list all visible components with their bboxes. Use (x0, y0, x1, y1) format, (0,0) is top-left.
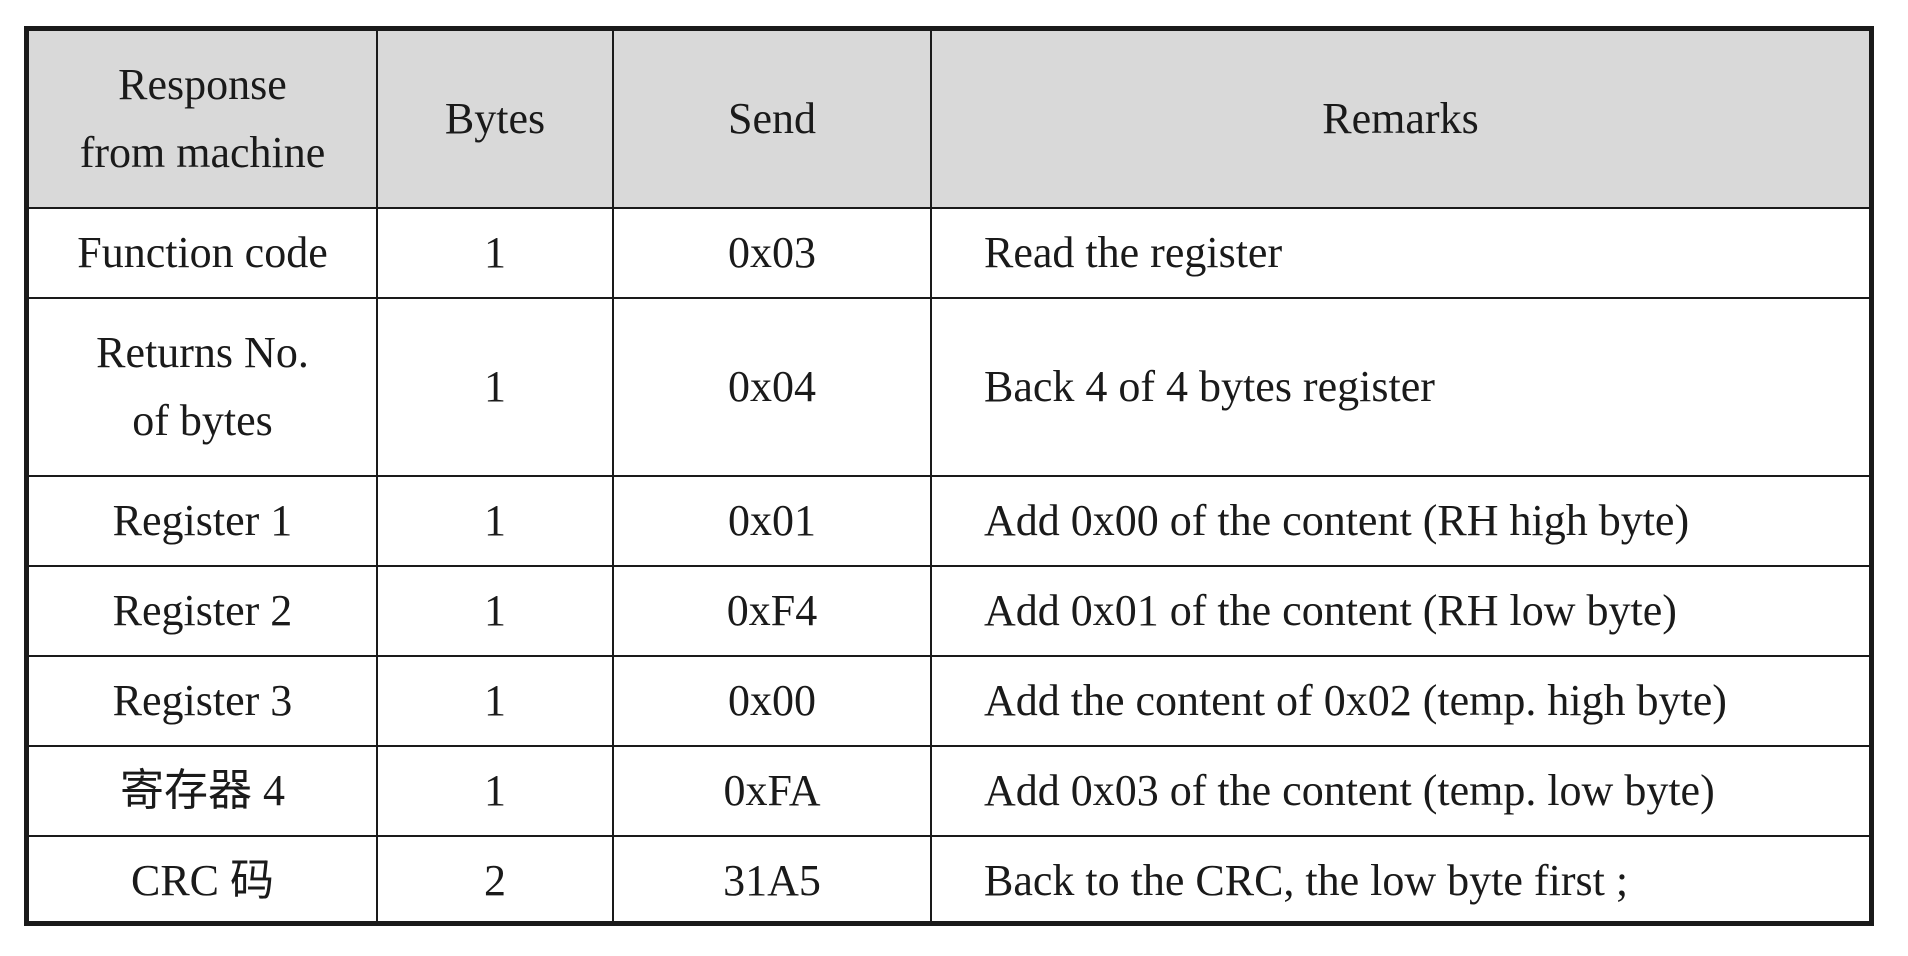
response-table-frame: Response from machine Bytes Send Remarks… (24, 26, 1874, 926)
header-row: Response from machine Bytes Send Remarks (29, 31, 1869, 209)
header-send: Send (612, 31, 932, 209)
row-bytes: 1 (376, 475, 614, 567)
row-remark: Add 0x01 of the content (RH low byte) (930, 565, 1869, 657)
table-row: Register 3 1 0x00 Add the content of 0x0… (29, 655, 1869, 747)
row-remark: Back to the CRC, the low byte first ; (930, 835, 1869, 925)
row-bytes: 1 (376, 297, 614, 477)
row-name: Register 3 (29, 655, 378, 747)
row-name: Function code (29, 207, 378, 299)
row-send: 0xF4 (612, 565, 932, 657)
row-send: 0x00 (612, 655, 932, 747)
row-send: 0x03 (612, 207, 932, 299)
row-name: Register 1 (29, 475, 378, 567)
table-row: Returns No. of bytes 1 0x04 Back 4 of 4 … (29, 297, 1869, 477)
row-bytes: 1 (376, 655, 614, 747)
table-row: CRC 码 2 31A5 Back to the CRC, the low by… (29, 835, 1869, 925)
row-send: 0xFA (612, 745, 932, 837)
header-response-line2: from machine (79, 128, 326, 177)
table-row: 寄存器 4 1 0xFA Add 0x03 of the content (te… (29, 745, 1869, 837)
row-bytes: 1 (376, 207, 614, 299)
row-bytes: 1 (376, 565, 614, 657)
row-bytes: 2 (376, 835, 614, 925)
header-response-line1: Response (118, 59, 287, 109)
table-row: Function code 1 0x03 Read the register (29, 207, 1869, 299)
row-name-line2: of bytes (132, 396, 273, 445)
row-remark: Add the content of 0x02 (temp. high byte… (930, 655, 1869, 747)
row-send: 0x04 (612, 297, 932, 477)
row-remark: Read the register (930, 207, 1869, 299)
row-send: 0x01 (612, 475, 932, 567)
header-remarks: Remarks (930, 31, 1869, 209)
response-table: Response from machine Bytes Send Remarks… (29, 31, 1869, 925)
row-name: Register 2 (29, 565, 378, 657)
row-name: 寄存器 4 (29, 745, 378, 837)
table-row: Register 1 1 0x01 Add 0x00 of the conten… (29, 475, 1869, 567)
row-remark: Add 0x00 of the content (RH high byte) (930, 475, 1869, 567)
header-response-from-machine: Response from machine (29, 31, 378, 209)
table-row: Register 2 1 0xF4 Add 0x01 of the conten… (29, 565, 1869, 657)
row-send: 31A5 (612, 835, 932, 925)
row-remark: Back 4 of 4 bytes register (930, 297, 1869, 477)
row-name: Returns No. of bytes (29, 297, 378, 477)
row-bytes: 1 (376, 745, 614, 837)
row-name-line1: Returns No. (96, 327, 309, 377)
row-remark: Add 0x03 of the content (temp. low byte) (930, 745, 1869, 837)
header-bytes: Bytes (376, 31, 614, 209)
row-name: CRC 码 (29, 835, 378, 925)
